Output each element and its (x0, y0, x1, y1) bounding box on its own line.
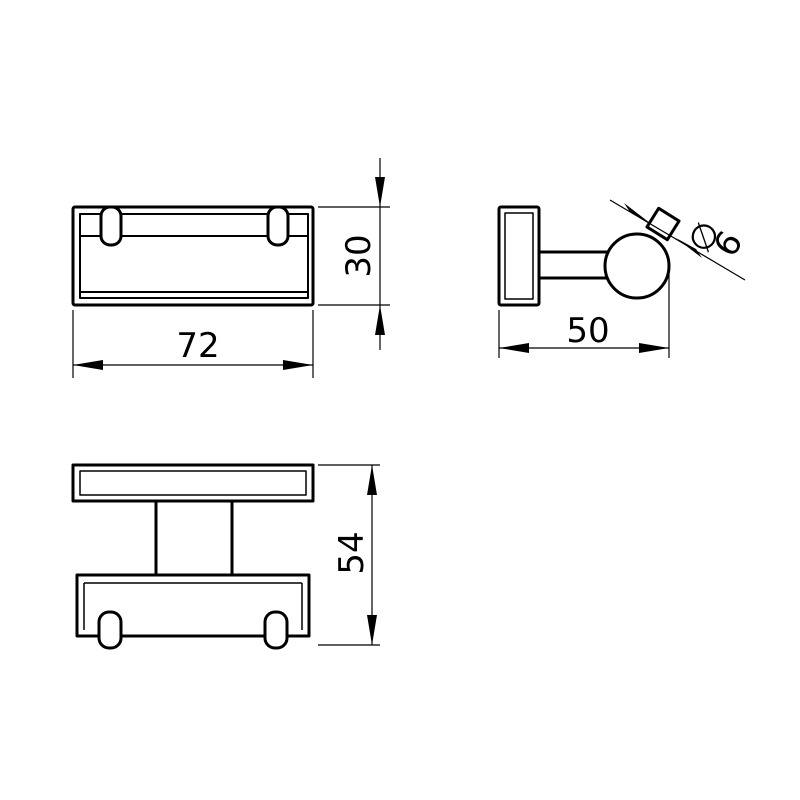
dimension-label-projection: 50 (566, 311, 609, 351)
side-view-knob (603, 232, 671, 300)
top-view-crossbar (79, 213, 309, 237)
arrowhead-left (499, 343, 529, 353)
dimension-projection: 50 (498, 270, 670, 358)
dimension-label-total-height: 54 (332, 531, 372, 574)
front-view-hook-right (263, 610, 289, 650)
front-view-hook-left (97, 610, 123, 650)
dimension-label-height: 30 (339, 234, 379, 277)
arrowhead-top (367, 465, 377, 495)
dimension-height: 30 (318, 158, 390, 350)
side-view-plate-inner (504, 212, 534, 300)
top-view-hook-right (266, 205, 290, 247)
dimension-total-height: 54 (318, 464, 380, 646)
arrowhead-right (639, 343, 669, 353)
arrowhead-top (375, 177, 385, 207)
arrowhead-bottom (375, 305, 385, 335)
side-view: ∅ 6 50 (497, 199, 751, 358)
arrowhead-upper (624, 203, 650, 223)
front-view-stem (154, 499, 234, 579)
front-view-top-plate-inner (79, 470, 307, 496)
arrowhead-bottom (367, 615, 377, 645)
front-view: 54 (71, 463, 380, 650)
dimension-width: 72 (72, 310, 314, 378)
top-view: 72 30 (71, 158, 390, 378)
side-view-peg (645, 206, 681, 242)
arrowhead-right (283, 360, 313, 370)
dimension-label-width: 72 (176, 326, 219, 366)
arrowhead-left (73, 360, 103, 370)
arrowhead-lower (676, 238, 702, 258)
top-view-hook-left (99, 205, 123, 247)
